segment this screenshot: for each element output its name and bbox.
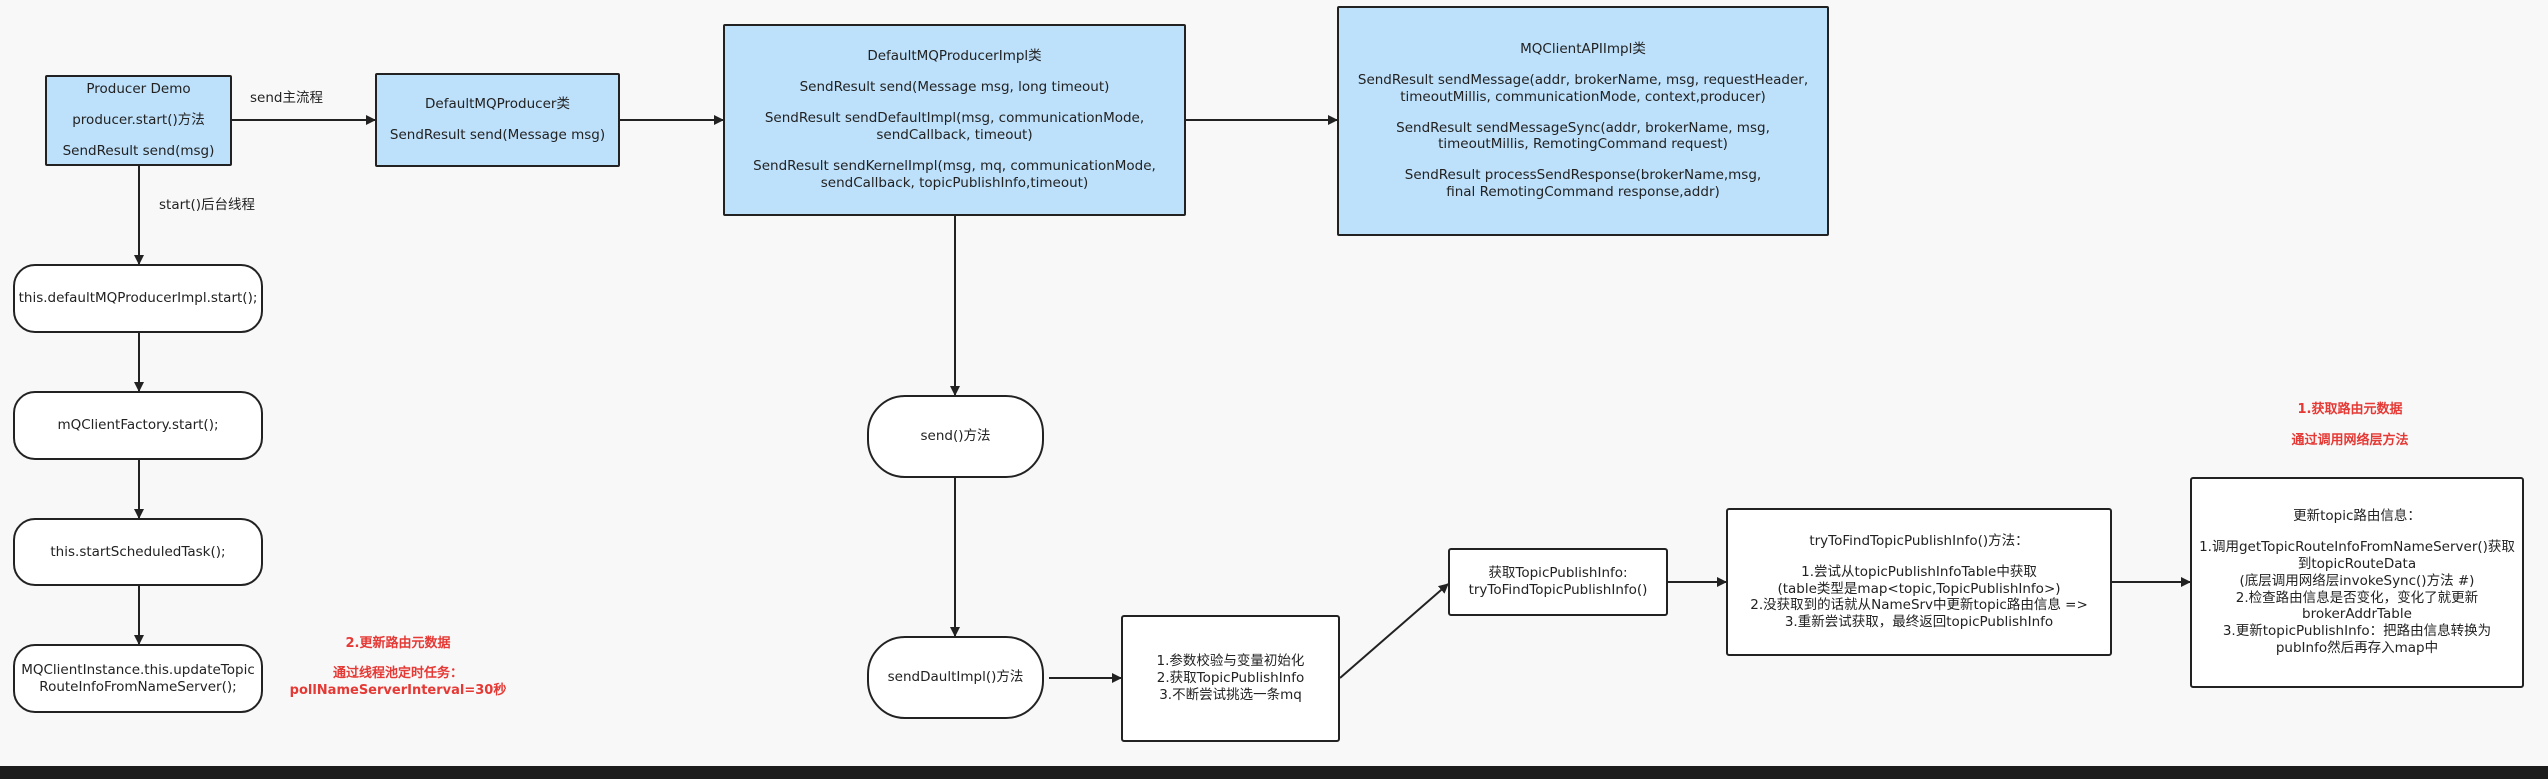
update-route-data-annotation: 2.更新路由元数据 通过线程池定时任务： pollNameServerInter… — [288, 636, 508, 700]
update-route-data-title: 2.更新路由元数据 — [345, 636, 451, 651]
factory-start-node: mQClientFactory.start(); — [13, 391, 263, 460]
default-mq-producer-title: DefaultMQProducer类 — [425, 96, 570, 113]
producer-impl-send: SendResult send(Message msg, long timeou… — [799, 79, 1110, 96]
bottom-bar — [0, 766, 2548, 779]
try-find-publish-info-node: tryToFindTopicPublishInfo()方法： 1.尝试从topi… — [1726, 508, 2112, 656]
start-thread-label: start()后台线程 — [159, 197, 255, 213]
default-mq-producer-send: SendResult send(Message msg) — [389, 127, 606, 143]
send-flow-label: send主流程 — [250, 90, 323, 106]
impl-start-node: this.defaultMQProducerImpl.start(); — [13, 264, 263, 333]
client-api-send-message: SendResult sendMessage(addr, brokerName,… — [1357, 71, 1809, 105]
scheduled-task-node: this.startScheduledTask(); — [13, 518, 263, 586]
update-route-node: MQClientInstance.this.updateTopic RouteI… — [13, 644, 263, 713]
client-api-process-send-response: SendResult processSendResponse(brokerNam… — [1404, 167, 1762, 201]
factory-start-text: mQClientFactory.start(); — [57, 417, 219, 434]
producer-demo-box: Producer Demo producer.start()方法 SendRes… — [45, 75, 232, 166]
get-publish-info-text: 获取TopicPublishInfo: tryToFindTopicPublis… — [1468, 565, 1648, 598]
get-route-data-title: 1.获取路由元数据 — [2297, 402, 2403, 417]
send-method-text: send()方法 — [920, 428, 991, 445]
update-route-text: MQClientInstance.this.updateTopic RouteI… — [21, 661, 255, 695]
client-api-send-message-sync: SendResult sendMessageSync(addr, brokerN… — [1396, 119, 1770, 153]
update-info-steps: 1.调用getTopicRouteInfoFromNameServer()获取 … — [2199, 538, 2515, 657]
default-mq-producer-box: DefaultMQProducer类 SendResult send(Messa… — [375, 73, 620, 167]
producer-demo-title: Producer Demo — [86, 81, 191, 98]
get-route-data-line-1: 通过调用网络层方法 — [2291, 432, 2409, 448]
get-publish-info-node: 获取TopicPublishInfo: tryToFindTopicPublis… — [1448, 548, 1668, 616]
producer-start-method: producer.start()方法 — [72, 112, 205, 129]
send-method-node: send()方法 — [867, 395, 1044, 478]
impl-start-text: this.defaultMQProducerImpl.start(); — [18, 290, 258, 307]
mq-client-api-impl-box: MQClientAPIImpl类 SendResult sendMessage(… — [1337, 6, 1829, 236]
update-route-data-line-2: pollNameServerInterval=30秒 — [289, 682, 507, 698]
producer-impl-send-default: SendResult sendDefaultImpl(msg, communic… — [764, 110, 1145, 143]
producer-impl-title: DefaultMQProducerImpl类 — [867, 48, 1042, 65]
producer-send-method: SendResult send(msg) — [62, 142, 215, 159]
try-find-title: tryToFindTopicPublishInfo()方法： — [1809, 532, 2029, 549]
producer-impl-send-kernel: SendResult sendKernelImpl(msg, mq, commu… — [753, 157, 1156, 191]
send-default-impl-text: sendDaultImpl()方法 — [887, 669, 1024, 686]
arrow-steps-to-get-info — [1339, 583, 1449, 679]
steps-node: 1.参数校验与变量初始化 2.获取TopicPublishInfo 3.不断尝试… — [1121, 615, 1340, 742]
default-mq-producer-impl-box: DefaultMQProducerImpl类 SendResult send(M… — [723, 24, 1186, 216]
client-api-title: MQClientAPIImpl类 — [1520, 40, 1646, 57]
update-topic-route-info-node: 更新topic路由信息： 1.调用getTopicRouteInfoFromNa… — [2190, 477, 2524, 688]
get-route-data-annotation: 1.获取路由元数据 通过调用网络层方法 — [2240, 402, 2460, 450]
send-default-impl-node: sendDaultImpl()方法 — [867, 636, 1044, 719]
scheduled-task-text: this.startScheduledTask(); — [50, 543, 226, 560]
try-find-steps: 1.尝试从topicPublishInfoTable中获取 (table类型是m… — [1750, 563, 2088, 631]
update-info-title: 更新topic路由信息： — [2293, 508, 2421, 524]
update-route-data-line-1: 通过线程池定时任务： — [332, 665, 463, 681]
steps-text: 1.参数校验与变量初始化 2.获取TopicPublishInfo 3.不断尝试… — [1156, 653, 1305, 703]
